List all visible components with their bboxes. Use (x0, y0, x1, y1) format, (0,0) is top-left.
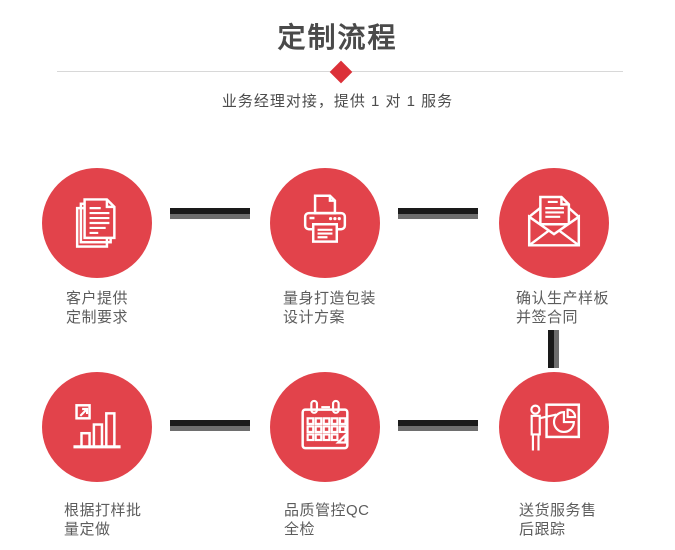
connector-step4-step5 (170, 420, 250, 431)
diamond-icon (329, 60, 353, 84)
bar-chart-icon (73, 404, 121, 449)
presentation-icon (530, 403, 581, 451)
step-circle-3 (499, 168, 609, 278)
step-label-line: 设计方案 (283, 309, 346, 326)
step-circle-1 (42, 168, 152, 278)
step-label-line: 后跟踪 (519, 521, 566, 538)
envelope-icon (527, 195, 581, 247)
connector-step1-step2 (170, 208, 250, 219)
step-label-line: 量定做 (64, 521, 111, 538)
step-label-line: 送货服务售 (519, 502, 597, 519)
subtitle: 业务经理对接，提供 1 对 1 服务 (221, 93, 454, 110)
step-circle-6 (499, 372, 609, 482)
step-label-6: 送货服务售 后跟踪 (519, 501, 597, 539)
step-label-line: 定制要求 (66, 309, 129, 326)
step-circle-4 (42, 372, 152, 482)
step-circle-2 (270, 168, 380, 278)
step-label-line: 并签合同 (516, 309, 579, 326)
step-label-line: 确认生产样板 (516, 290, 610, 307)
step-label-line: 客户提供 (66, 290, 129, 307)
step-label-5: 品质管控QC 全检 (284, 501, 370, 539)
step-label-2: 量身打造包装 设计方案 (283, 289, 376, 327)
step-circle-5 (270, 372, 380, 482)
documents-icon (75, 198, 116, 248)
step-label-1: 客户提供 定制要求 (66, 289, 128, 327)
page-title: 定制流程 (277, 22, 398, 53)
connector-step2-step3 (398, 208, 478, 219)
connector-step3-step6 (548, 330, 559, 368)
connector-step5-step6 (398, 420, 478, 431)
step-label-line: 量身打造包装 (283, 290, 377, 307)
step-label-line: 根据打样批 (64, 502, 142, 519)
printer-icon (303, 194, 347, 243)
step-label-line: 品质管控QC (284, 502, 370, 519)
step-label-line: 全检 (284, 521, 316, 538)
step-label-3: 确认生产样板 并签合同 (516, 289, 609, 327)
step-label-4: 根据打样批 量定做 (64, 501, 142, 539)
calendar-icon (301, 399, 349, 450)
